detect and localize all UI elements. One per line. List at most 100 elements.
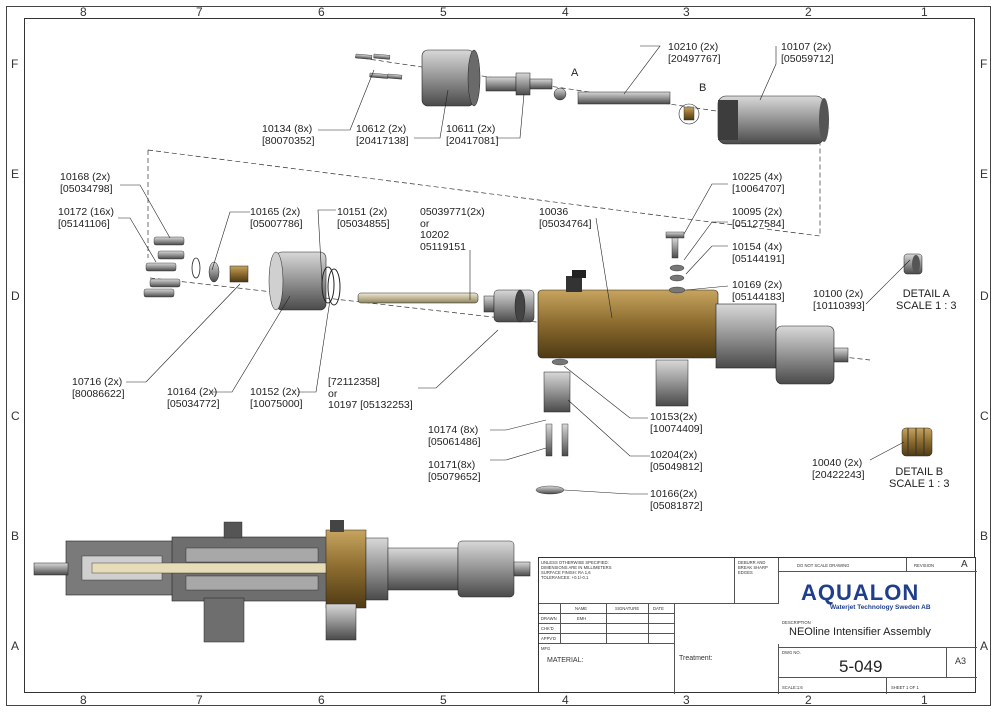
zone-col-5-top: 5 bbox=[440, 5, 447, 19]
callout-10036: 10036[05034764] bbox=[539, 206, 592, 230]
zone-row-D-left: D bbox=[11, 289, 20, 303]
sheet-border-outer bbox=[6, 6, 991, 706]
tb-col-name: NAME bbox=[575, 606, 588, 611]
tb-description: NEOline Intensifier Assembly bbox=[789, 626, 931, 638]
zone-row-F-right: F bbox=[980, 57, 988, 71]
zone-row-A-left: A bbox=[11, 639, 20, 653]
callout-10716: 10716 (2x)[80086622] bbox=[72, 376, 125, 400]
callout-10165: 10165 (2x)[05007786] bbox=[250, 206, 303, 230]
zone-row-B-left: B bbox=[11, 529, 20, 543]
aqualon-logo-subtitle: Waterjet Technology Sweden AB bbox=[830, 604, 931, 611]
zone-col-6-top: 6 bbox=[318, 5, 325, 19]
zone-row-B-right: B bbox=[980, 529, 989, 543]
callout-10107: 10107 (2x)[05059712] bbox=[781, 41, 834, 65]
callout-10154: 10154 (4x)[05144191] bbox=[732, 241, 785, 265]
callout-10225: 10225 (4x)[10064707] bbox=[732, 171, 785, 195]
zone-col-6-bottom: 6 bbox=[318, 693, 325, 707]
tb-revision-label: REVISION bbox=[914, 563, 935, 568]
detail-a-ring bbox=[553, 87, 567, 101]
zone-col-3-top: 3 bbox=[683, 5, 690, 19]
zone-col-8-bottom: 8 bbox=[80, 693, 87, 707]
tb-row-chkd: CHK'D bbox=[541, 626, 554, 631]
callout-10168: 10168 (2x)[05034798] bbox=[60, 171, 113, 195]
check-valve-10153 bbox=[535, 358, 571, 495]
tb-treatment: Treatment: bbox=[679, 655, 713, 662]
callout-10164: 10164 (2x)[05034772] bbox=[167, 386, 220, 410]
zone-col-2-bottom: 2 bbox=[805, 693, 812, 707]
zone-col-7-top: 7 bbox=[196, 5, 203, 19]
title-block: UNLESS OTHERWISE SPECIFIED: DIMENSIONS A… bbox=[538, 557, 977, 694]
zone-col-2-top: 2 bbox=[805, 5, 812, 19]
zone-row-D-right: D bbox=[980, 289, 989, 303]
zone-col-4-top: 4 bbox=[562, 5, 569, 19]
callout-detail-b-ref: B bbox=[699, 82, 707, 94]
tb-row-drawn: DRAWN bbox=[541, 616, 557, 621]
tb-material: MATERIAL: bbox=[547, 657, 584, 664]
callout-10100: 10100 (2x)[10110393] bbox=[813, 288, 865, 312]
callout-10210: 10210 (2x)[20497767] bbox=[668, 41, 721, 65]
cylinder-10612 bbox=[421, 49, 481, 107]
callout-10612: 10612 (2x)[20417138] bbox=[356, 123, 409, 147]
seal-pack bbox=[483, 289, 535, 323]
zone-row-E-left: E bbox=[11, 167, 20, 181]
zone-col-7-bottom: 7 bbox=[196, 693, 203, 707]
zone-col-5-bottom: 5 bbox=[440, 693, 447, 707]
valve-10611 bbox=[485, 72, 553, 96]
zone-row-E-right: E bbox=[980, 167, 989, 181]
zone-col-3-bottom: 3 bbox=[683, 693, 690, 707]
tb-col-date: DATE bbox=[653, 606, 664, 611]
tb-notes: UNLESS OTHERWISE SPECIFIED: DIMENSIONS A… bbox=[541, 560, 612, 580]
detail-a-part bbox=[903, 253, 923, 275]
callout-10611: 10611 (2x)[20417081] bbox=[446, 123, 499, 147]
valve-stack-10225 bbox=[665, 231, 686, 294]
zone-col-4-bottom: 4 bbox=[562, 693, 569, 707]
callout-10134: 10134 (8x)[80070352] bbox=[262, 123, 315, 147]
callout-10095: 10095 (2x)[05127584] bbox=[732, 206, 785, 230]
tb-do-not-scale: DO NOT SCALE DRAWING bbox=[797, 563, 850, 568]
sheet-border-inner bbox=[24, 18, 975, 693]
tb-dwg-label: DWG NO. bbox=[782, 650, 801, 655]
tb-desc-label: DESCRIPTION bbox=[782, 620, 811, 625]
tb-size: A3 bbox=[955, 656, 967, 666]
leader-lines bbox=[118, 45, 911, 495]
callout-10172: 10172 (16x)[05141106] bbox=[58, 206, 115, 230]
zone-row-C-left: C bbox=[11, 409, 20, 423]
tb-dwg-no: 5-049 bbox=[839, 657, 883, 676]
tb-row-appvd: APPV'D bbox=[541, 636, 556, 641]
detail-b-part bbox=[901, 427, 933, 457]
tb-revision: A bbox=[961, 559, 968, 570]
callout-detail-a-ref: A bbox=[571, 67, 579, 79]
callout-10204: 10204(2x)[05049812] bbox=[650, 449, 703, 473]
callout-10174: 10174 (8x)[05061486] bbox=[428, 424, 481, 448]
bolts-10168-10172 bbox=[143, 236, 185, 298]
bolts-10134 bbox=[355, 53, 403, 80]
callout-10169: 10169 (2x)[05144183] bbox=[732, 279, 785, 303]
zone-row-C-right: C bbox=[980, 409, 989, 423]
cylinder-10164 bbox=[268, 251, 327, 311]
zone-col-1-top: 1 bbox=[921, 5, 928, 19]
cylinder-10107 bbox=[717, 95, 829, 145]
brass-10716 bbox=[229, 265, 249, 283]
callout-10151: 10151 (2x)[05034855] bbox=[337, 206, 390, 230]
plunger-rod bbox=[357, 292, 479, 304]
callout-10152: 10152 (2x)[10075000] bbox=[250, 386, 303, 410]
callout-10153: 10153(2x)[10074409] bbox=[650, 411, 703, 435]
tb-row-mfg: MFG bbox=[541, 646, 551, 651]
tb-col-signature: SIGNATURE bbox=[615, 606, 640, 611]
zone-row-A-right: A bbox=[980, 639, 989, 653]
detail-b-circle bbox=[678, 103, 700, 125]
zone-col-8-top: 8 bbox=[80, 5, 87, 19]
aqualon-logo: AQUALON bbox=[801, 580, 920, 605]
callout-10166: 10166(2x)[05081872] bbox=[650, 488, 703, 512]
body-10036 bbox=[537, 270, 849, 385]
zone-col-1-bottom: 1 bbox=[921, 693, 928, 707]
section-view bbox=[33, 520, 531, 643]
tb-deburr: DEBURR AND BREAK SHARP EDGES bbox=[738, 560, 768, 575]
callout-10040: 10040 (2x)[20422243] bbox=[812, 457, 865, 481]
zone-row-F-left: F bbox=[11, 57, 19, 71]
